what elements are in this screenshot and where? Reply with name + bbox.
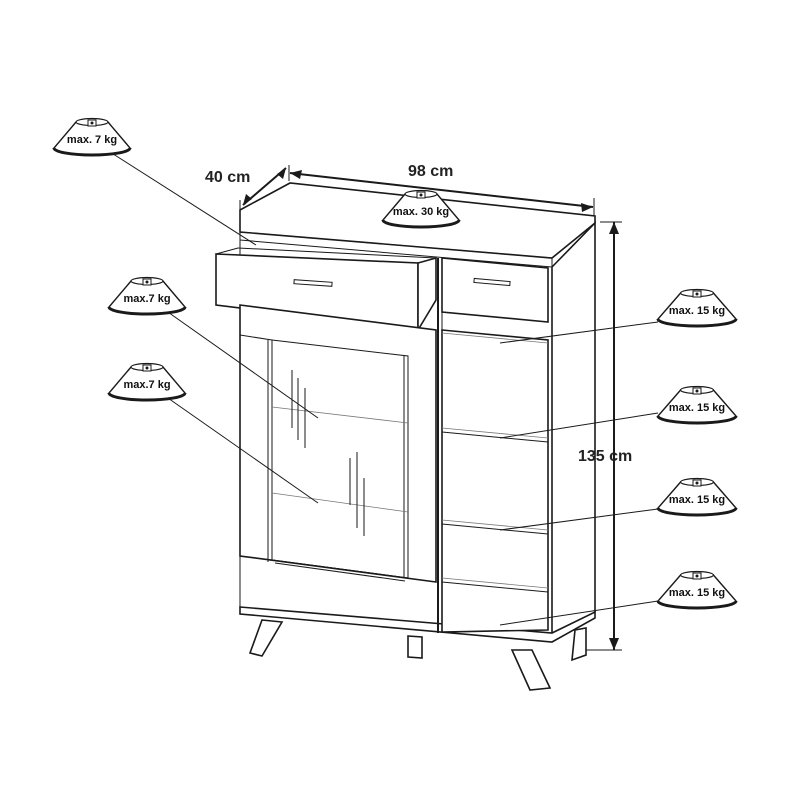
weight-badge-drawer: max. 7 kg <box>52 117 132 157</box>
weight-icon <box>142 364 152 372</box>
weight-badge-right-shelf-3: max. 15 kg <box>656 477 738 517</box>
weight-badge-label: max. 15 kg <box>669 305 725 317</box>
cabinet-side <box>551 221 596 642</box>
weight-badge-label: max. 15 kg <box>669 402 725 414</box>
weight-badge-label: max.7 kg <box>123 379 170 391</box>
drawer-handle <box>293 279 333 287</box>
cabinet-legs <box>248 619 587 691</box>
glass-door <box>239 304 437 583</box>
weight-badges: max. 30 kg max. 7 kg max.7 kg max.7 kg max. … <box>52 117 738 610</box>
weight-icon <box>692 479 702 487</box>
weight-icon <box>692 290 702 298</box>
weight-badge-label: max. 30 kg <box>393 206 449 218</box>
leader-lines <box>109 151 659 626</box>
width-dimension-line <box>289 172 594 208</box>
weight-icon <box>692 387 702 395</box>
weight-badge-left-shelf-1: max.7 kg <box>107 276 187 316</box>
weight-icon <box>692 572 702 580</box>
weight-badge-right-shelf-1: max. 15 kg <box>656 288 738 328</box>
right-compartment <box>441 329 549 633</box>
weight-badge-right-shelf-2: max. 15 kg <box>656 385 738 425</box>
weight-icon <box>142 278 152 286</box>
width-label: 98 cm <box>408 163 453 180</box>
weight-icon <box>87 119 97 127</box>
weight-badge-left-shelf-2: max.7 kg <box>107 362 187 402</box>
weight-badge-label: max. 15 kg <box>669 494 725 506</box>
height-label: 135 cm <box>578 448 632 465</box>
weight-badge-label: max.7 kg <box>123 293 170 305</box>
right-drawer-handle <box>473 277 511 287</box>
dimension-lines <box>239 165 622 651</box>
weight-badge-right-shelf-4: max. 15 kg <box>656 570 738 610</box>
weight-badge-top: max. 30 kg <box>381 189 461 229</box>
weight-badge-label: max. 15 kg <box>669 587 725 599</box>
cabinet <box>215 182 596 691</box>
right-drawer <box>441 257 549 323</box>
depth-label: 40 cm <box>205 169 250 186</box>
weight-badge-label: max. 7 kg <box>67 134 117 146</box>
weight-icon <box>416 191 426 199</box>
